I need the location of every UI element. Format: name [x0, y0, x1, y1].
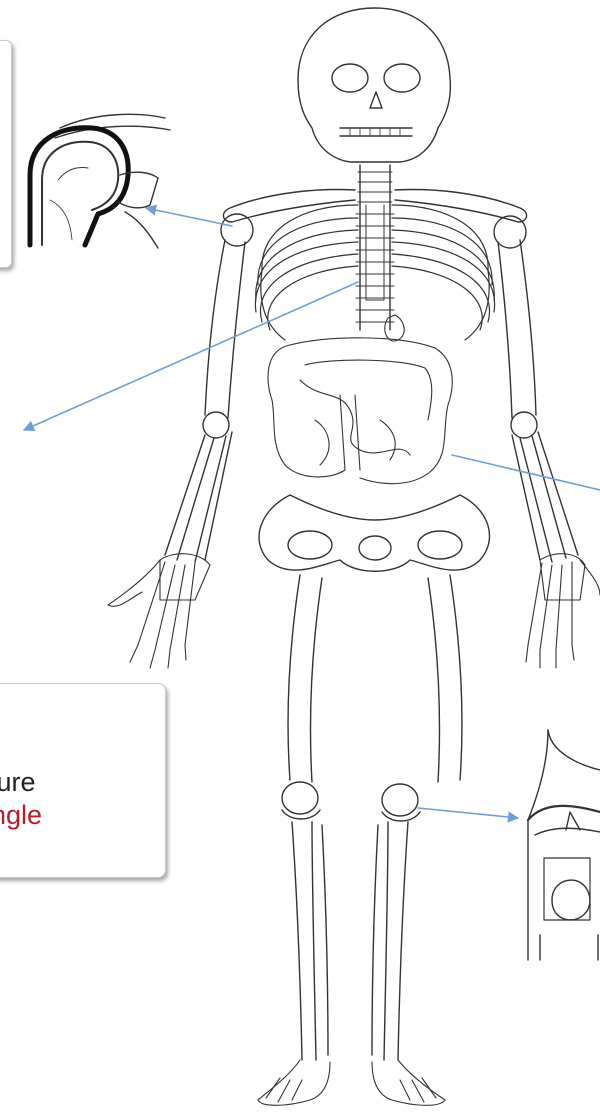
rib-cage — [255, 205, 494, 340]
arms — [165, 240, 578, 562]
pelvis — [259, 495, 489, 571]
abdominal-organs — [268, 315, 452, 484]
arrow-to-left-edge — [24, 282, 358, 430]
skull — [298, 8, 450, 162]
legs — [282, 575, 462, 1060]
knee-joint-inset — [528, 690, 600, 960]
hands — [108, 554, 600, 668]
arrow-to-shoulder-inset — [146, 208, 232, 226]
shoulder-joint-inset — [30, 114, 170, 248]
callout-line-1: ature — [0, 766, 36, 800]
shoulder-girdle — [221, 190, 527, 248]
arrow-to-knee-inset — [418, 808, 518, 818]
feet — [258, 1060, 445, 1105]
callout-line-2: angle — [0, 799, 42, 833]
spine — [356, 165, 394, 330]
top-callout-box — [0, 40, 12, 268]
